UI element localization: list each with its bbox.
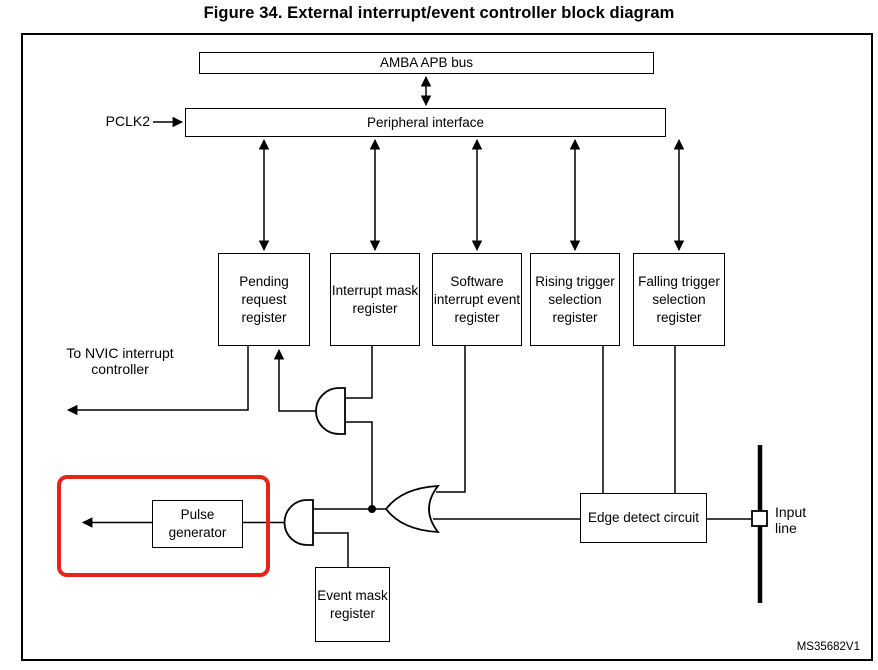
arrow-and1-to-pending (273, 348, 316, 412)
block-event-mask-register: Event mask register (315, 567, 390, 642)
block-pending-request-register: Pending request register (218, 253, 310, 346)
arrow-to-nvic (66, 346, 249, 416)
and-gate-interrupt (315, 387, 346, 435)
pclk2-label: PCLK2 (105, 113, 150, 129)
block-interrupt-mask-register: Interrupt mask register (330, 253, 420, 346)
diagram-frame (21, 33, 873, 661)
or-gate (384, 484, 440, 534)
junction-dot (368, 505, 376, 513)
wire-junction-to-and1 (345, 421, 373, 509)
block-amba-apb-bus: AMBA APB bus (199, 52, 654, 74)
block-software-interrupt-event-register: Software interrupt event register (432, 253, 522, 346)
block-falling-trigger-selection-register: Falling trigger selection register (633, 253, 725, 346)
wire-emr-to-and2 (313, 532, 349, 567)
figure-title: Figure 34. External interrupt/event cont… (203, 4, 675, 22)
input-line-connector (751, 510, 768, 527)
input-line-label: Input line (775, 504, 807, 536)
arrows-peripheral-to-registers (258, 138, 685, 252)
wire-swier-to-or (436, 346, 466, 493)
wire-imr-to-and1 (345, 346, 373, 399)
figure-watermark: MS35682V1 (796, 641, 860, 653)
block-rising-trigger-selection-register: Rising trigger selection register (530, 253, 620, 346)
and-gate-event (283, 499, 314, 546)
block-pulse-generator: Pulse generator (152, 500, 243, 548)
to-nvic-label: To NVIC interrupt controller (66, 345, 174, 377)
block-edge-detect-circuit: Edge detect circuit (580, 493, 707, 543)
highlight-box (57, 475, 270, 577)
block-peripheral-interface: Peripheral interface (185, 108, 666, 137)
